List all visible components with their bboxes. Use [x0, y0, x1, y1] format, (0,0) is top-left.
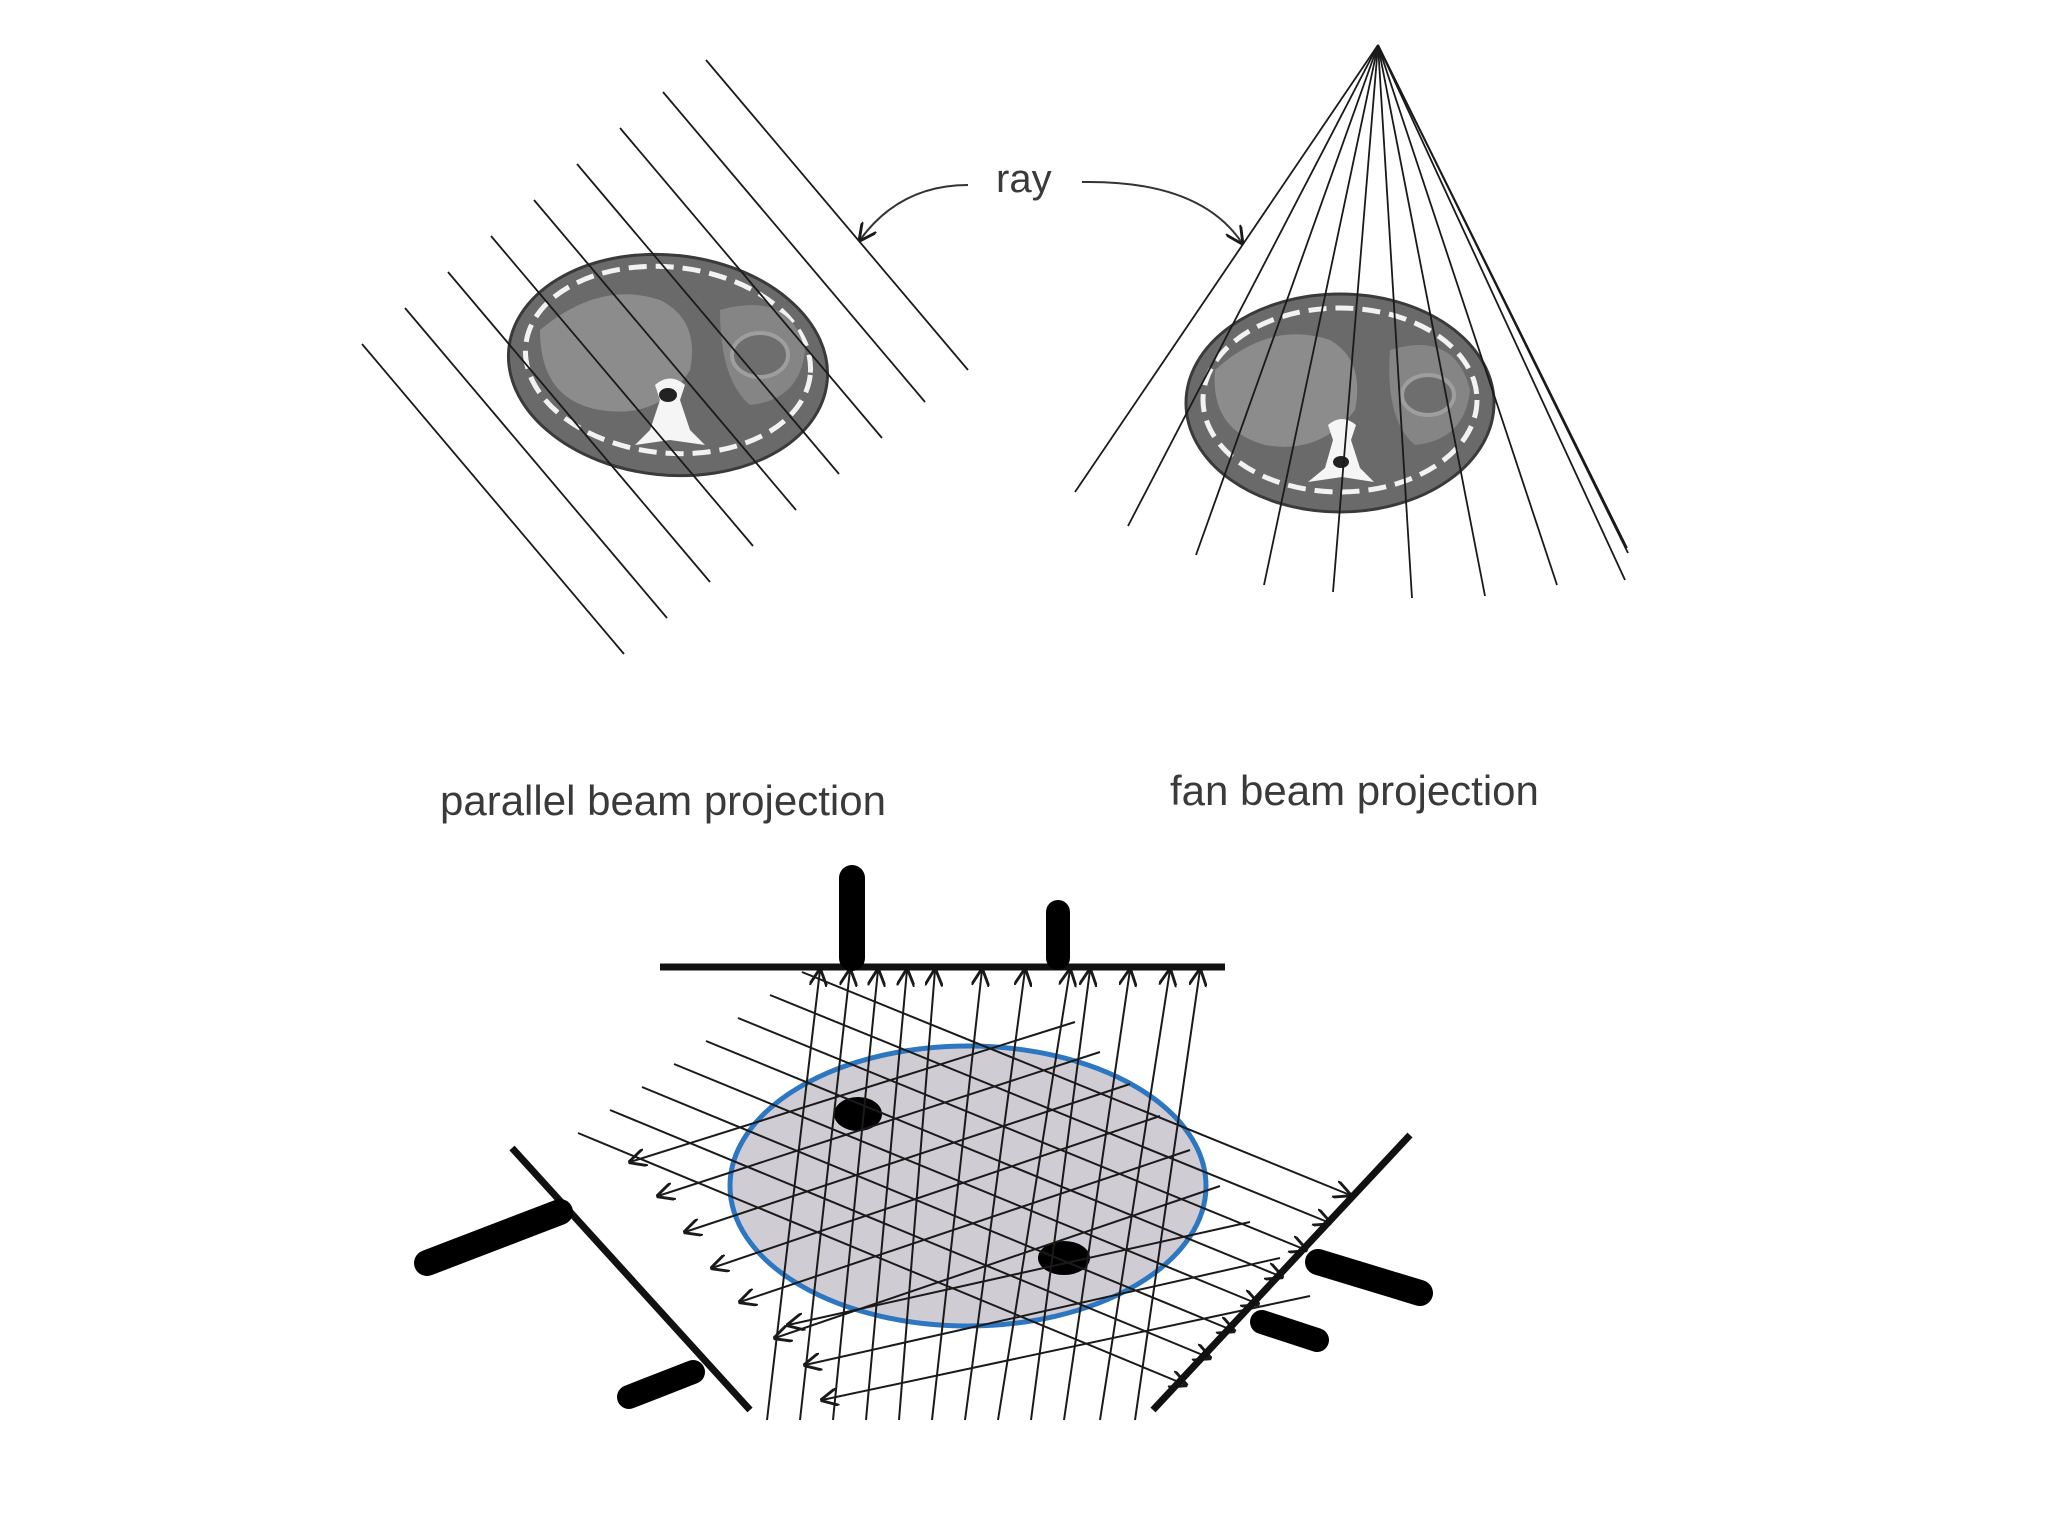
left-detector — [427, 1148, 750, 1410]
fan-caption: fan beam projection — [1170, 767, 1539, 814]
parallel-caption: parallel beam projection — [440, 777, 886, 824]
ray-pointer-left — [860, 185, 968, 240]
ray-label: ray — [996, 157, 1052, 201]
ray-annotation: ray — [860, 157, 1242, 243]
right-profile-peak-short — [1262, 1322, 1317, 1340]
parallel-ct-slice — [497, 239, 838, 491]
left-profile-peak-short — [629, 1372, 693, 1397]
ray-pointer-right — [1082, 182, 1242, 243]
left-profile-peak-long — [427, 1212, 560, 1263]
right-profile-peak-long — [1318, 1262, 1420, 1293]
top-detector — [660, 878, 1225, 967]
